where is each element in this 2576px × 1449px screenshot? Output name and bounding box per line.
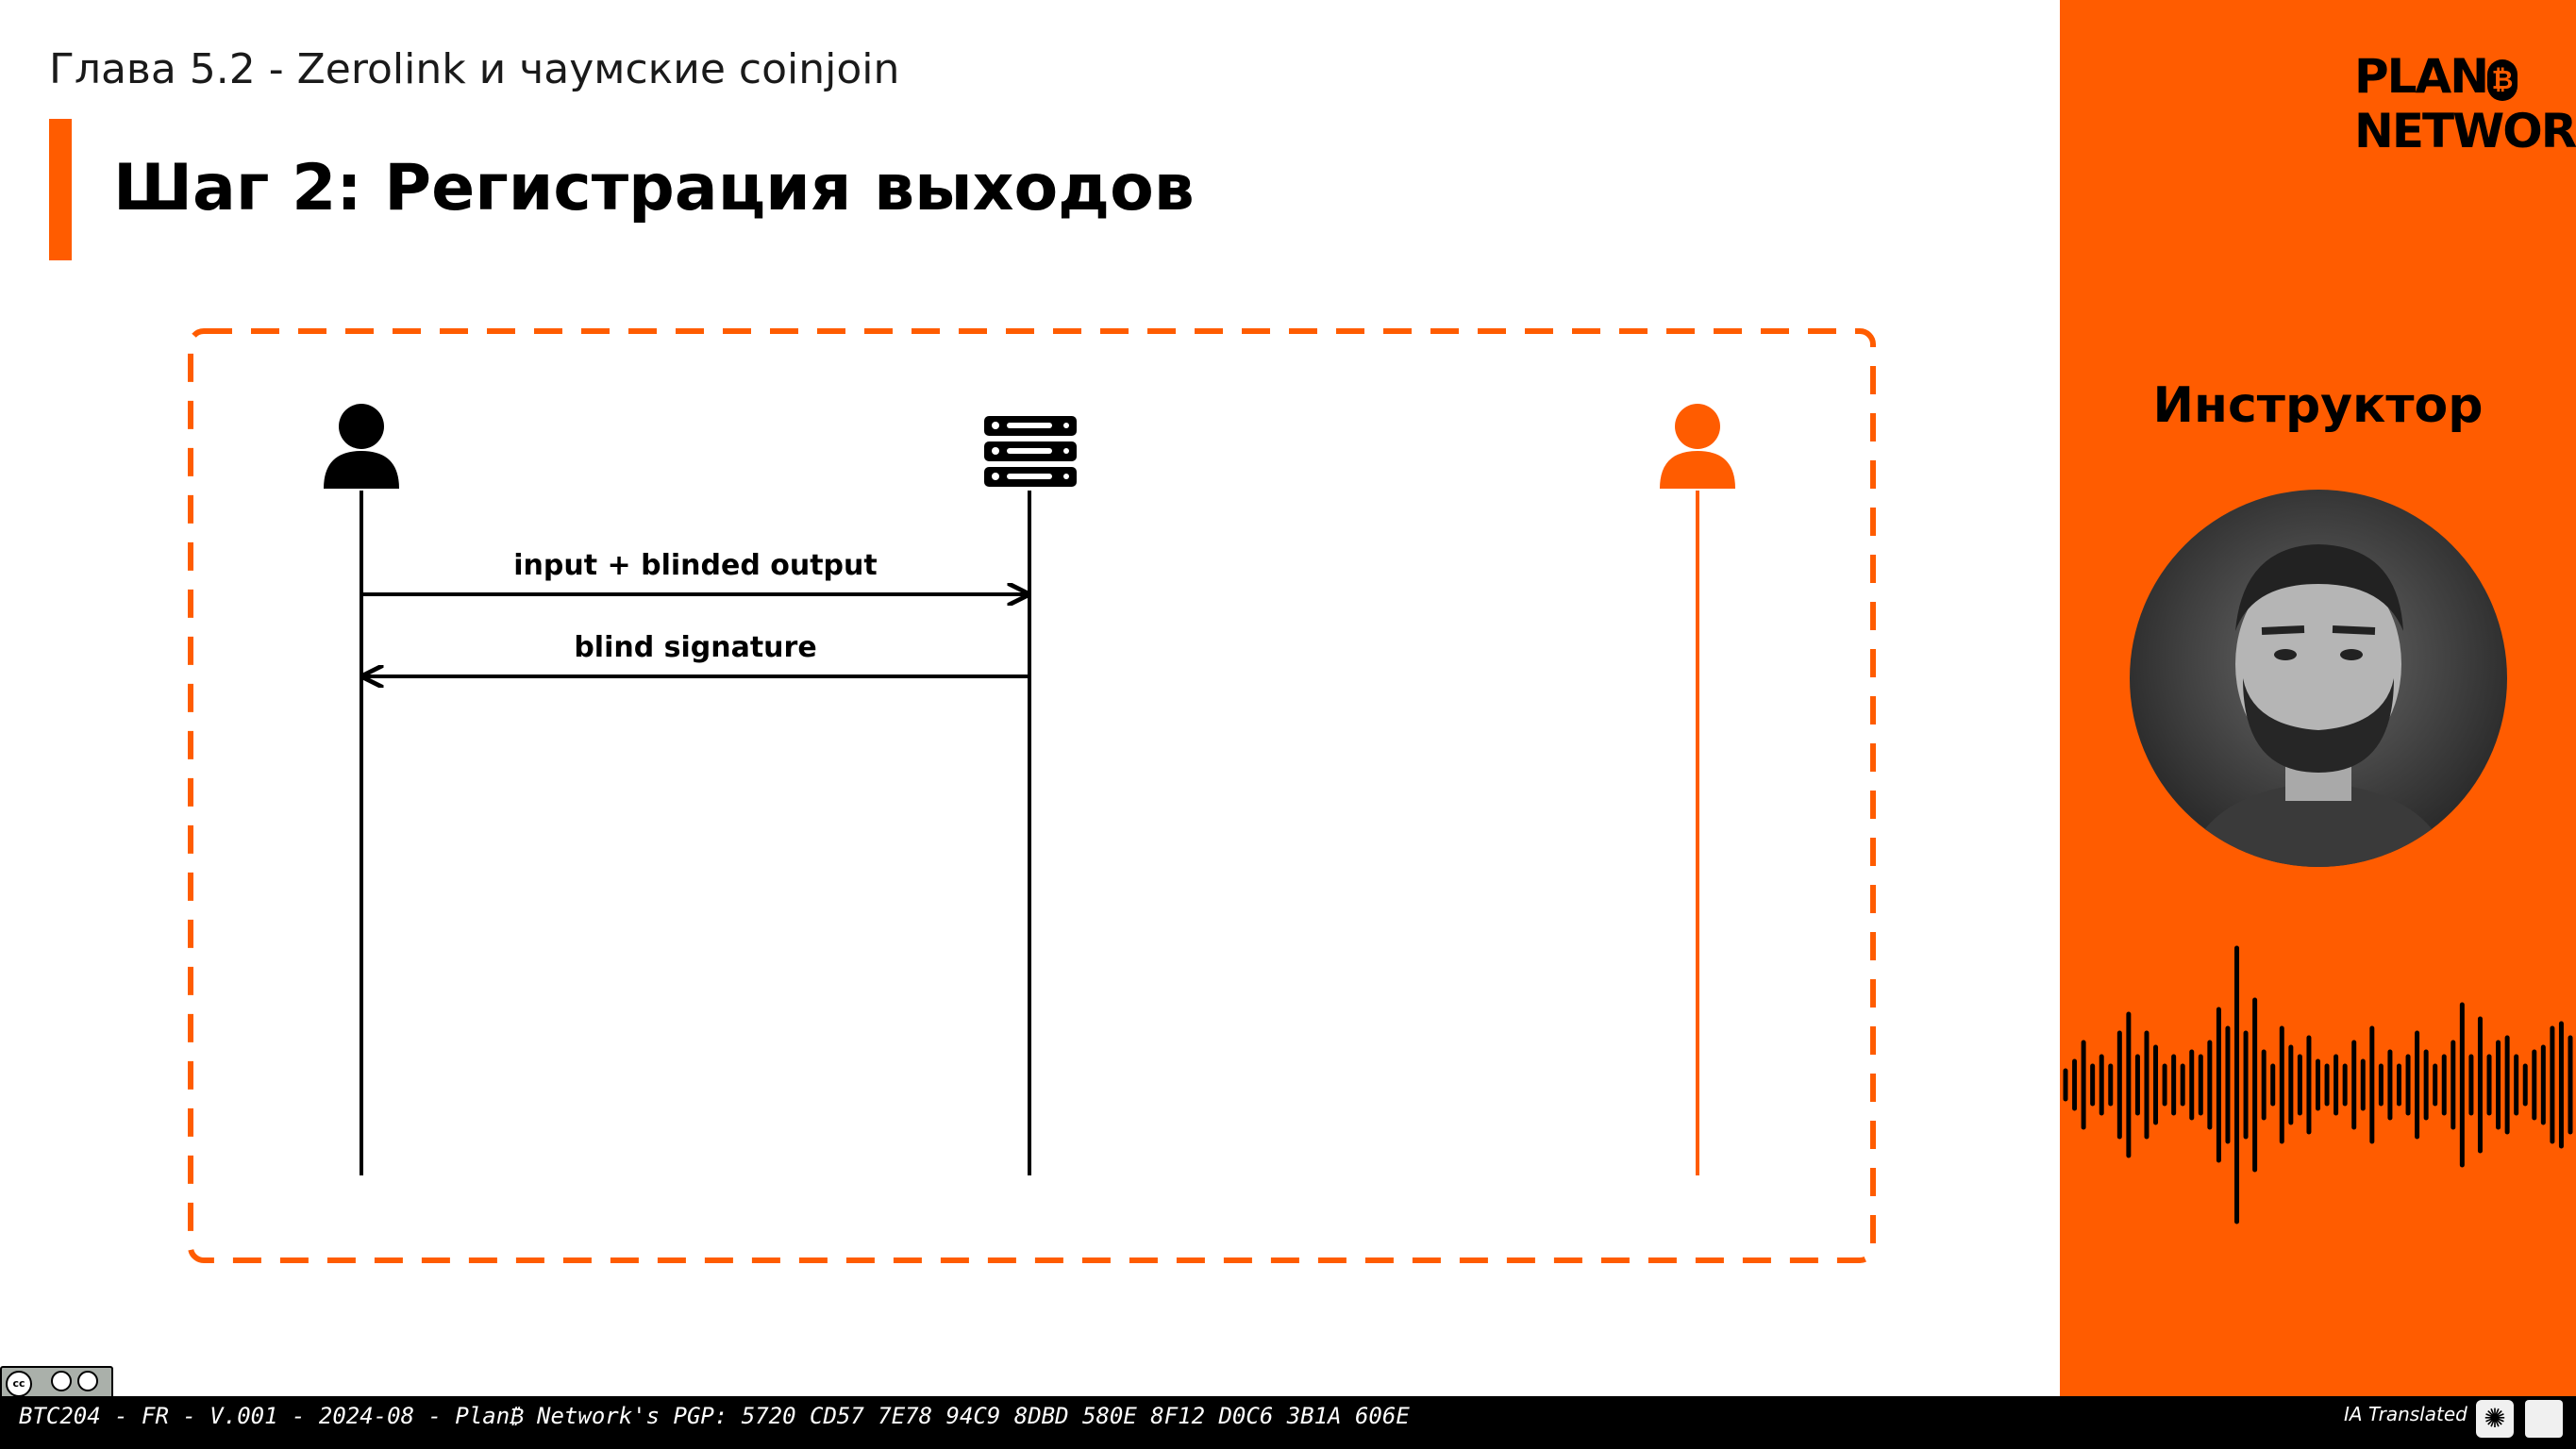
cc-by-icon [51, 1371, 72, 1391]
footer-bar [0, 1396, 2576, 1449]
user-icon [324, 404, 399, 489]
translator-logo-icon [2525, 1400, 2563, 1438]
instructor-label: Инструктор [2152, 377, 2484, 434]
audio-waveform [2063, 945, 2573, 1224]
ia-translated-label: IA Translated [2344, 1403, 2467, 1425]
cc-license-badge: cc [0, 1366, 113, 1400]
planb-logo: PLAN₿ NETWORK [2354, 49, 2576, 158]
message-label-input: input + blinded output [513, 549, 877, 582]
cc-icon: cc [6, 1371, 32, 1397]
cc-sa-icon [77, 1371, 98, 1391]
openai-icon: ✺ [2476, 1400, 2514, 1438]
message-label-blind-signature: blind signature [574, 631, 816, 664]
instructor-avatar [2130, 490, 2507, 867]
diagram-frame [188, 328, 1876, 1263]
chapter-title: Глава 5.2 - Zerolink и чаумские coinjoin [49, 45, 900, 93]
footer-version-pgp: BTC204 - FR - V.001 - 2024-08 - Plan₿ Ne… [19, 1403, 1410, 1429]
user-icon-orange [1660, 404, 1735, 489]
bitcoin-badge-icon: ₿ [2487, 59, 2518, 101]
title-accent-bar [49, 119, 72, 260]
sequence-diagram: input + blinded output blind signature [188, 328, 1876, 1263]
server-icon [984, 416, 1077, 487]
slide-title: Шаг 2: Регистрация выходов [113, 151, 1195, 225]
